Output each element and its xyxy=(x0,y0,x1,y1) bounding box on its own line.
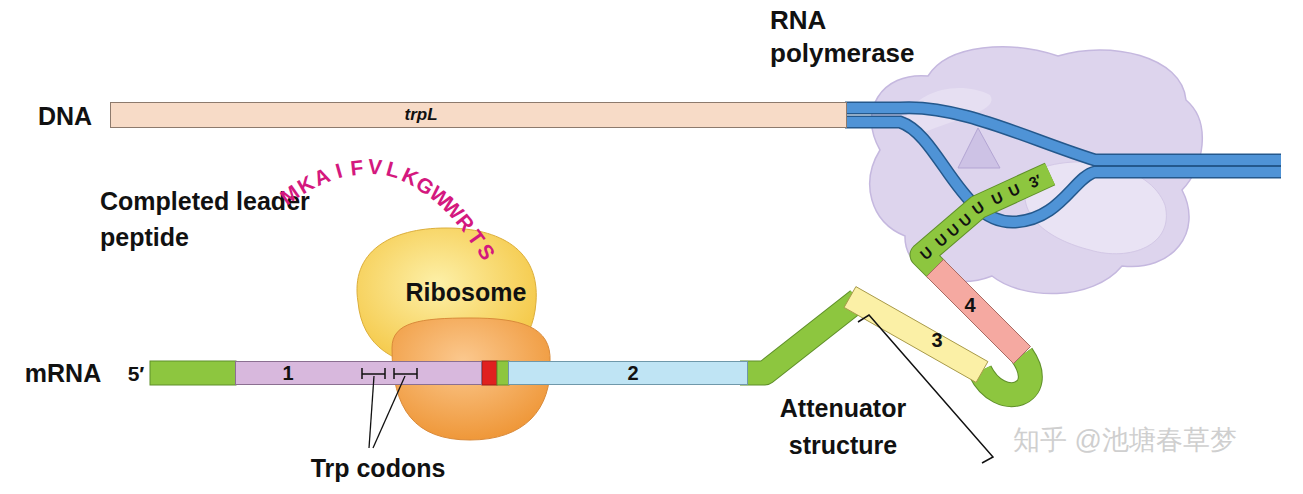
polymerase-body xyxy=(870,47,1202,294)
ribosome-shape: Ribosome xyxy=(352,224,540,372)
outline-group xyxy=(927,260,1031,364)
molecule-label: RNA polymerase xyxy=(770,4,950,70)
segment-band xyxy=(844,287,988,383)
leader-line xyxy=(369,376,374,448)
peptide-letter: I xyxy=(333,159,345,184)
mrna-linker xyxy=(740,300,858,373)
molecule-label: DNA xyxy=(38,102,92,131)
mrna-segment: 1 xyxy=(235,361,482,385)
mrna-linker xyxy=(740,300,858,373)
molecule-label: Ribosome xyxy=(406,278,527,307)
codon-bracket xyxy=(362,368,385,379)
watermark: 知乎 @池塘春草梦 xyxy=(1013,422,1237,458)
outline-group xyxy=(870,47,1202,294)
polymerase-lobe xyxy=(905,88,992,133)
gene-label: trpL xyxy=(404,105,437,125)
polymerase-lobe xyxy=(1025,162,1167,254)
segment-number: 4 xyxy=(964,294,975,317)
segment-number: 1 xyxy=(282,362,293,385)
segment-band xyxy=(927,260,1031,364)
peptide-letter: F xyxy=(349,155,364,180)
mrna-segment: 4 xyxy=(920,255,1035,367)
molecule-label: mRNA xyxy=(25,359,101,388)
polymerase-shape: RNA polymerase xyxy=(765,5,1215,305)
ribosome-large-subunit xyxy=(357,228,536,368)
callout-label: Attenuator structure xyxy=(748,390,938,464)
codon-bracket xyxy=(394,368,417,379)
outline-group xyxy=(844,287,988,383)
leader-line xyxy=(373,376,405,448)
segment-number: 2 xyxy=(627,362,638,385)
peptide-letter: V xyxy=(367,155,383,180)
end-label: 5′ xyxy=(128,362,145,386)
outline-group xyxy=(357,228,536,368)
mrna-segment: 2 xyxy=(508,361,748,385)
segment-number: 3 xyxy=(931,329,942,352)
dna-band: trpL xyxy=(110,102,847,128)
mrna-leader xyxy=(150,361,236,385)
node-outline xyxy=(920,255,1035,367)
callout-label: Trp codons xyxy=(311,454,446,483)
active-site xyxy=(958,128,1000,168)
